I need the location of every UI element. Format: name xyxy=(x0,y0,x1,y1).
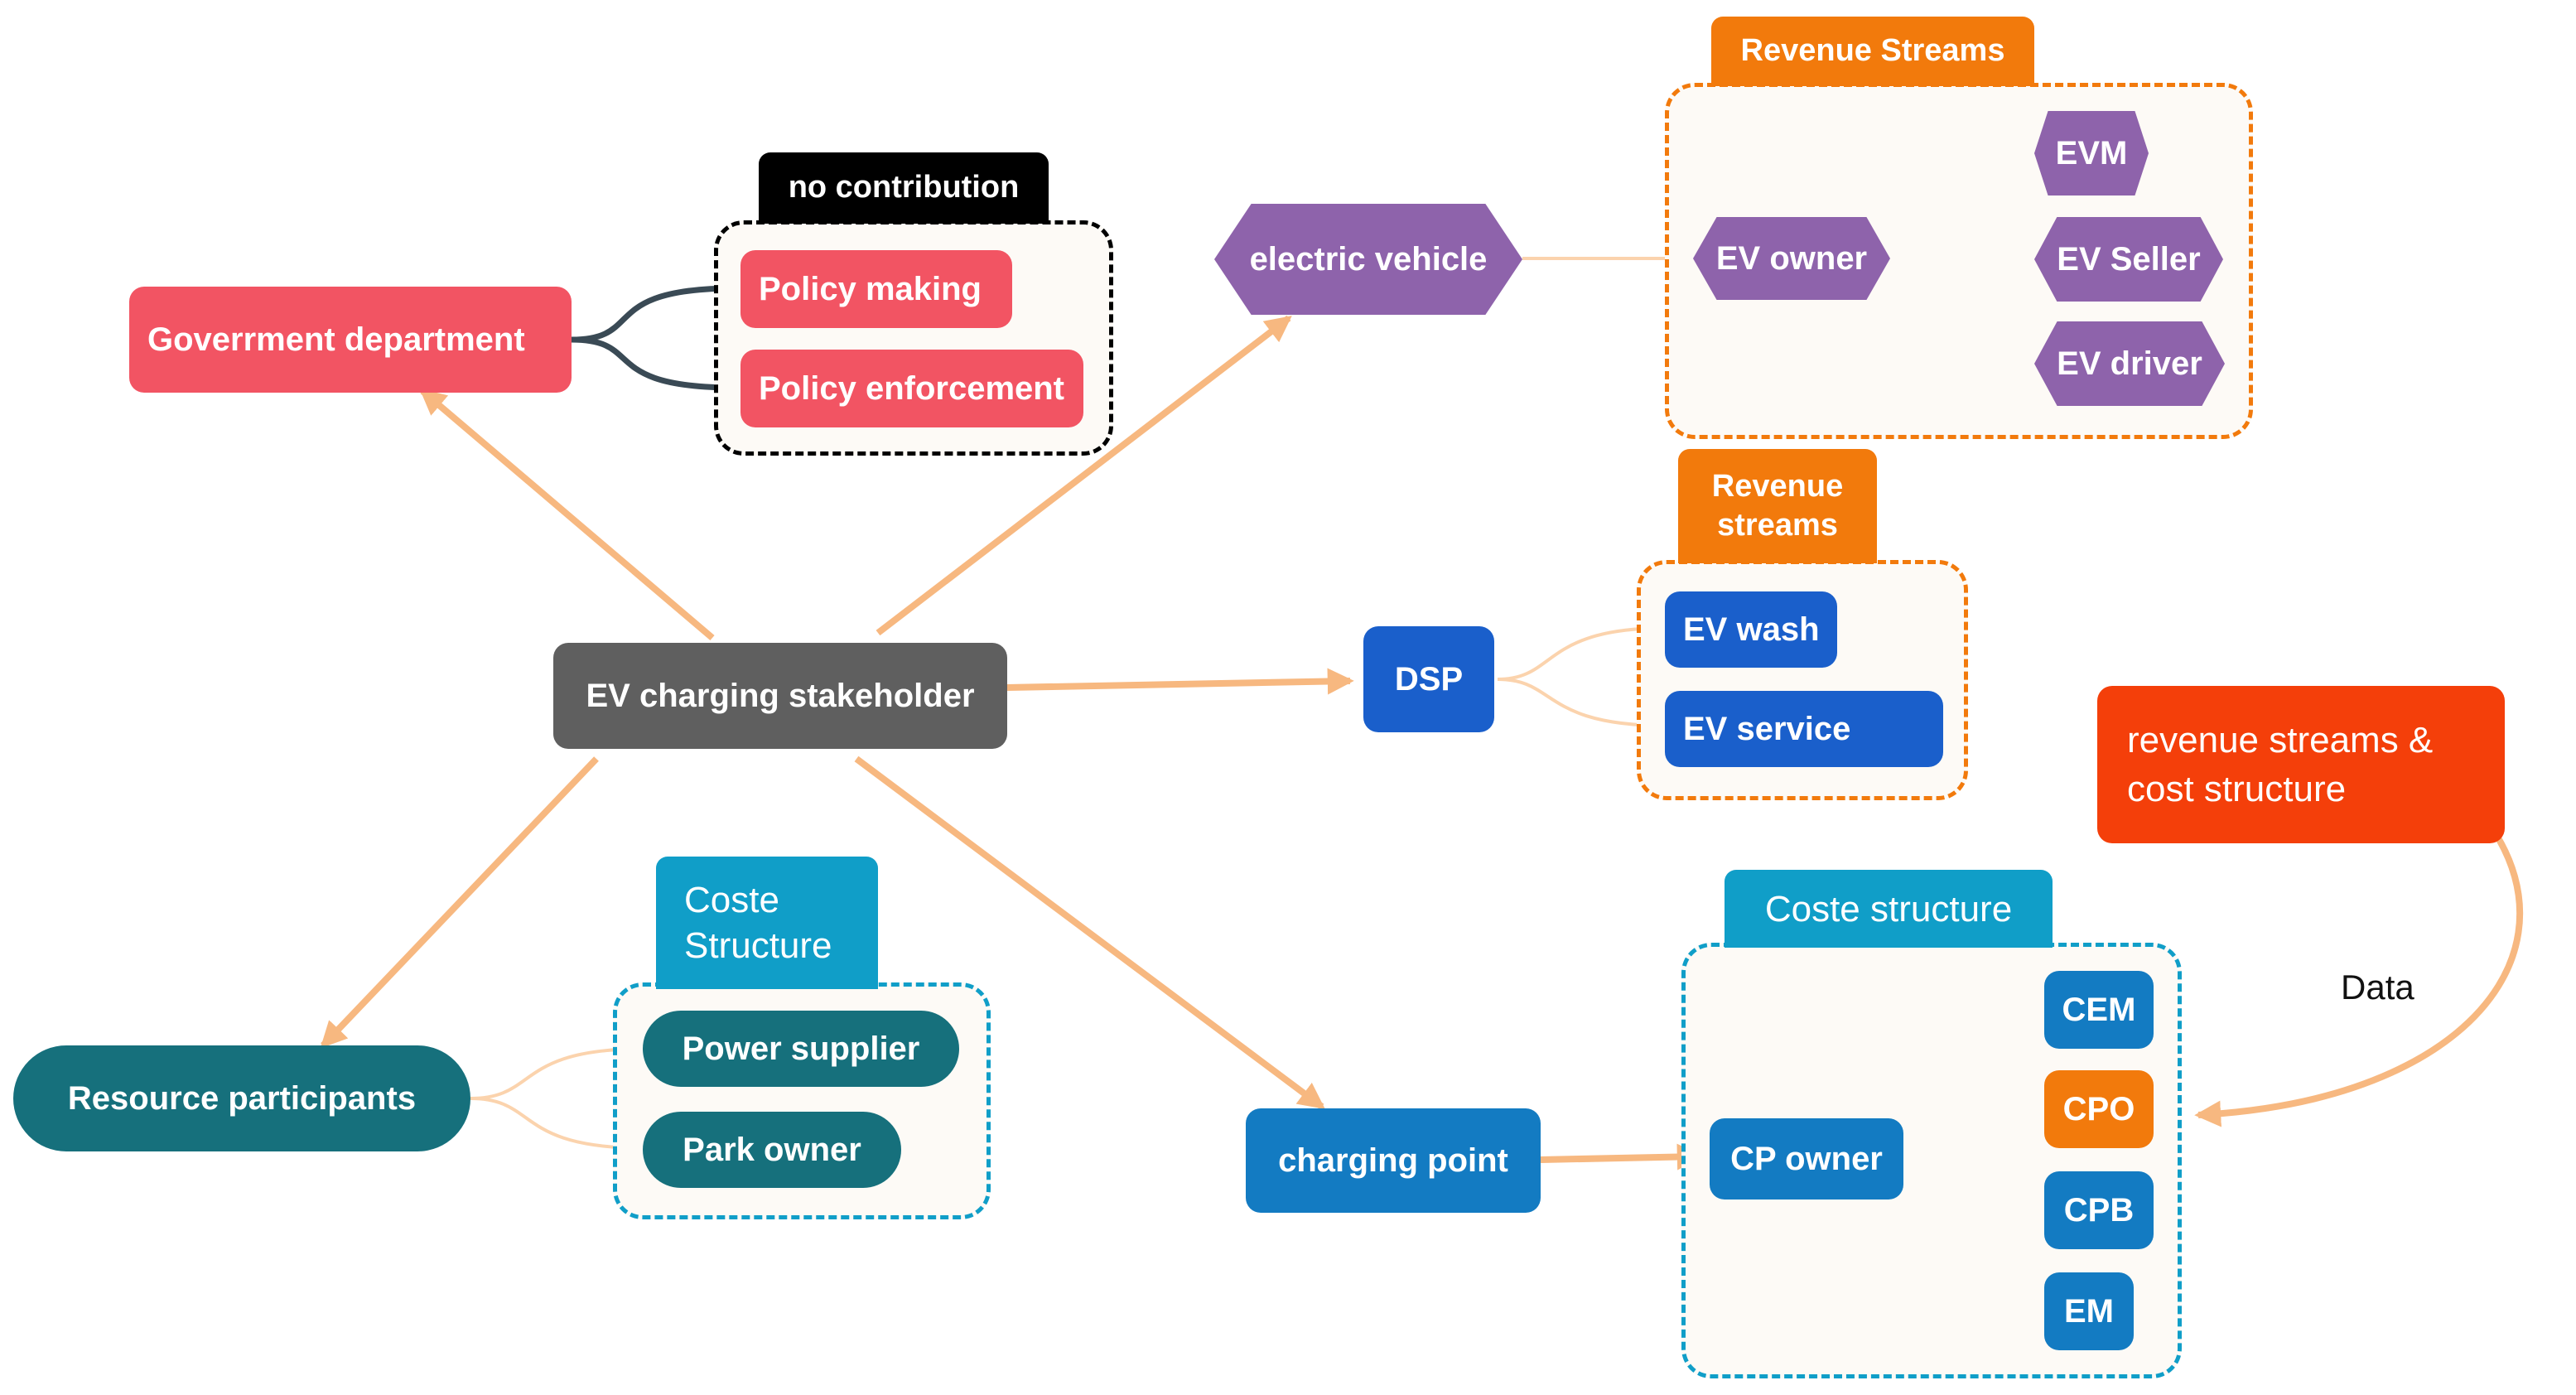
ev-service-node[interactable]: EV service xyxy=(1665,691,1943,767)
data-label: Data xyxy=(2341,968,2414,1006)
park-owner-node[interactable]: Park owner xyxy=(643,1112,901,1188)
ev-wash-node[interactable]: EV wash xyxy=(1665,591,1837,668)
legend-line-1: revenue streams & xyxy=(2127,719,2434,760)
cp-owner-node[interactable]: CP owner xyxy=(1710,1118,1903,1200)
arrow-to-charging-point xyxy=(854,755,1325,1110)
ev-owner-node[interactable]: EV owner xyxy=(1693,217,1890,300)
policy-making-node[interactable]: Policy making xyxy=(740,250,1012,328)
em-node[interactable]: EM xyxy=(2044,1272,2134,1350)
policy-enforcement-node[interactable]: Policy enforcement xyxy=(740,350,1083,427)
arrow-to-government xyxy=(419,388,715,641)
branch-line-government xyxy=(571,285,736,343)
dsp-node[interactable]: DSP xyxy=(1363,626,1494,732)
ev-seller-node[interactable]: EV Seller xyxy=(2034,217,2223,302)
electric-vehicle-node[interactable]: electric vehicle xyxy=(1214,204,1522,315)
arrow-to-electric-vehicle xyxy=(876,315,1292,636)
coste-structure-tag-charging: Coste structure xyxy=(1725,870,2053,948)
arrow-to-cp-owner xyxy=(1540,1143,1704,1171)
arrow-to-resource xyxy=(320,756,599,1049)
branch-line-dsp xyxy=(1497,626,1667,681)
revenue-streams-tag-dsp: Revenue streams xyxy=(1678,449,1877,563)
cem-node[interactable]: CEM xyxy=(2044,971,2154,1049)
no-contribution-tag: no contribution xyxy=(759,152,1049,224)
resource-participants-node[interactable]: Resource participants xyxy=(13,1045,470,1151)
power-supplier-node[interactable]: Power supplier xyxy=(643,1011,959,1087)
cpb-node[interactable]: CPB xyxy=(2044,1171,2154,1249)
ev-charging-stakeholder-node[interactable]: EV charging stakeholder xyxy=(553,643,1007,749)
revenue-cost-structure-box[interactable]: revenue streams & cost structure xyxy=(2097,686,2505,843)
branch-line-dsp xyxy=(1497,678,1667,727)
branch-line-resource xyxy=(470,1047,645,1100)
government-department-node[interactable]: Goverrment department xyxy=(129,287,572,393)
legend-line-2: cost structure xyxy=(2127,769,2347,809)
ev-driver-node[interactable]: EV driver xyxy=(2034,321,2225,406)
charging-point-node[interactable]: charging point xyxy=(1246,1108,1541,1213)
coste-structure-tag-resource: Coste Structure xyxy=(656,857,878,989)
cpo-node[interactable]: CPO xyxy=(2044,1070,2154,1148)
arrow-to-dsp xyxy=(1006,668,1354,695)
revenue-streams-tag-vehicle: Revenue Streams xyxy=(1711,17,2034,86)
evm-node[interactable]: EVM xyxy=(2034,111,2149,195)
revenue-streams-line-2: streams xyxy=(1717,508,1838,543)
branch-line-resource xyxy=(470,1097,645,1150)
coste-structure-line-1: Coste xyxy=(684,880,779,920)
branch-line-government xyxy=(571,336,736,391)
coste-structure-line-2: Structure xyxy=(684,925,832,966)
revenue-streams-line-1: Revenue xyxy=(1711,468,1844,504)
